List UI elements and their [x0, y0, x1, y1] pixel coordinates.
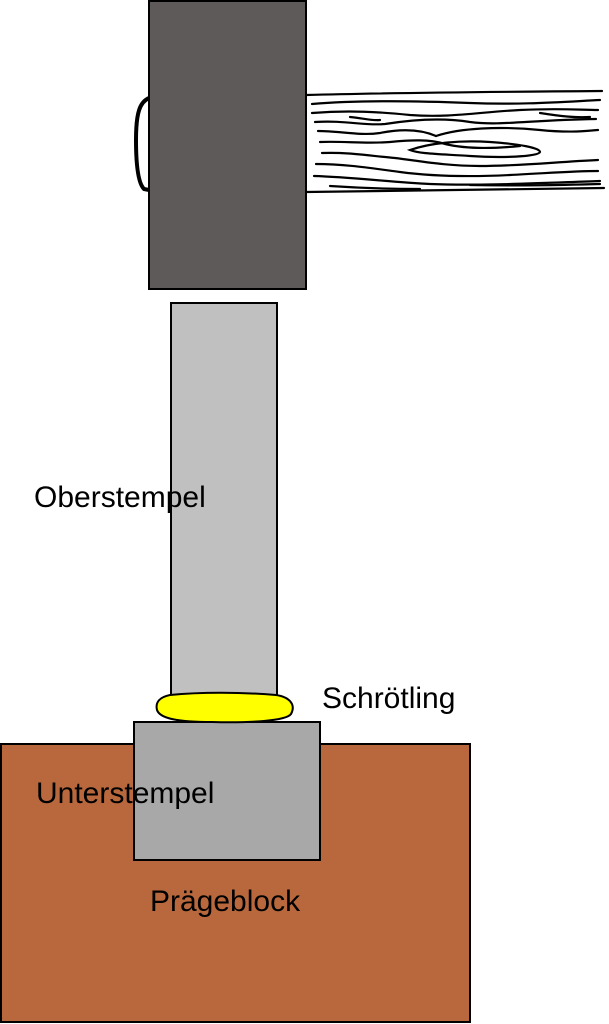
blank-label: Schrötling — [322, 682, 455, 715]
upper-die-label: Oberstempel — [34, 481, 206, 514]
lower-die — [133, 721, 321, 861]
hammer-head — [148, 0, 307, 290]
coin-blank — [155, 691, 294, 724]
hammer-icon — [133, 0, 606, 290]
wood-grain-icon — [310, 98, 602, 191]
upper-die — [170, 302, 278, 698]
minting-block-label: Prägeblock — [150, 885, 301, 918]
hammer-handle-bottom-edge — [304, 186, 606, 194]
hammer-handle-top-edge — [304, 89, 604, 97]
hammer-head-rim — [133, 96, 150, 192]
lower-die-label: Unterstempel — [36, 777, 214, 810]
